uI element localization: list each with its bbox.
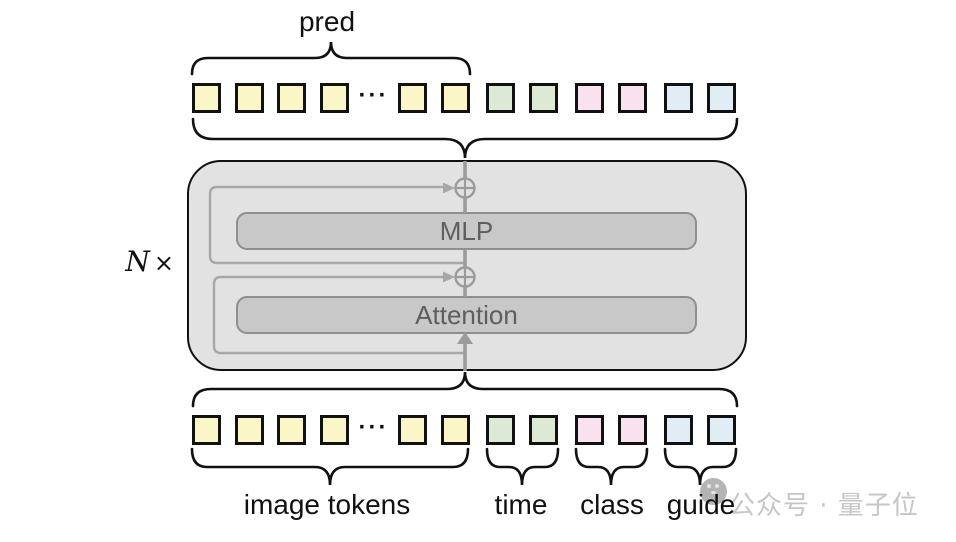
attention-box: Attention [236,296,697,334]
token-blue [664,83,693,113]
time-brace [485,447,560,486]
token-green [486,83,515,113]
top-row-gather-brace [191,117,739,159]
token-yellow [398,415,427,445]
image-tokens-brace [190,447,470,486]
mlp-label: MLP [439,215,494,246]
pred-brace [190,41,472,76]
token-blue [664,415,693,445]
token-yellow [235,83,264,113]
transformer-block [187,160,747,371]
token-yellow [441,83,470,113]
time-label: time [494,489,548,520]
token-yellow [441,415,470,445]
token-yellow [192,415,221,445]
attention-label: Attention [415,299,518,330]
token-pink [618,415,647,445]
token-blue [707,83,736,113]
guide-brace [663,447,738,486]
token-green [486,415,515,445]
image-tokens-label: image tokens [243,489,411,520]
token-pink [575,415,604,445]
token-pink [575,83,604,113]
token-yellow [235,415,264,445]
token-yellow [192,83,221,113]
ellipsis-dots: ··· [358,414,389,441]
token-yellow [277,83,306,113]
token-pink [618,83,647,113]
repeat-n-label: N [125,245,150,278]
token-yellow [398,83,427,113]
bottom-row-gather-brace [191,371,739,408]
token-yellow [320,415,349,445]
ellipsis-dots: ··· [358,82,389,109]
token-yellow [277,415,306,445]
watermark-text: 公众号 · 量子位 [729,491,919,521]
token-green [529,83,558,113]
token-green [529,415,558,445]
token-blue [707,415,736,445]
pred-label: pred [298,6,356,37]
qbitai-logo-icon [700,478,727,505]
guide-label: guide [666,489,736,520]
repeat-count-label: N× [110,245,174,278]
class-label: class [580,489,644,520]
times-symbol: × [153,249,174,277]
class-brace [574,447,649,486]
token-yellow [320,83,349,113]
mlp-box: MLP [236,212,697,250]
